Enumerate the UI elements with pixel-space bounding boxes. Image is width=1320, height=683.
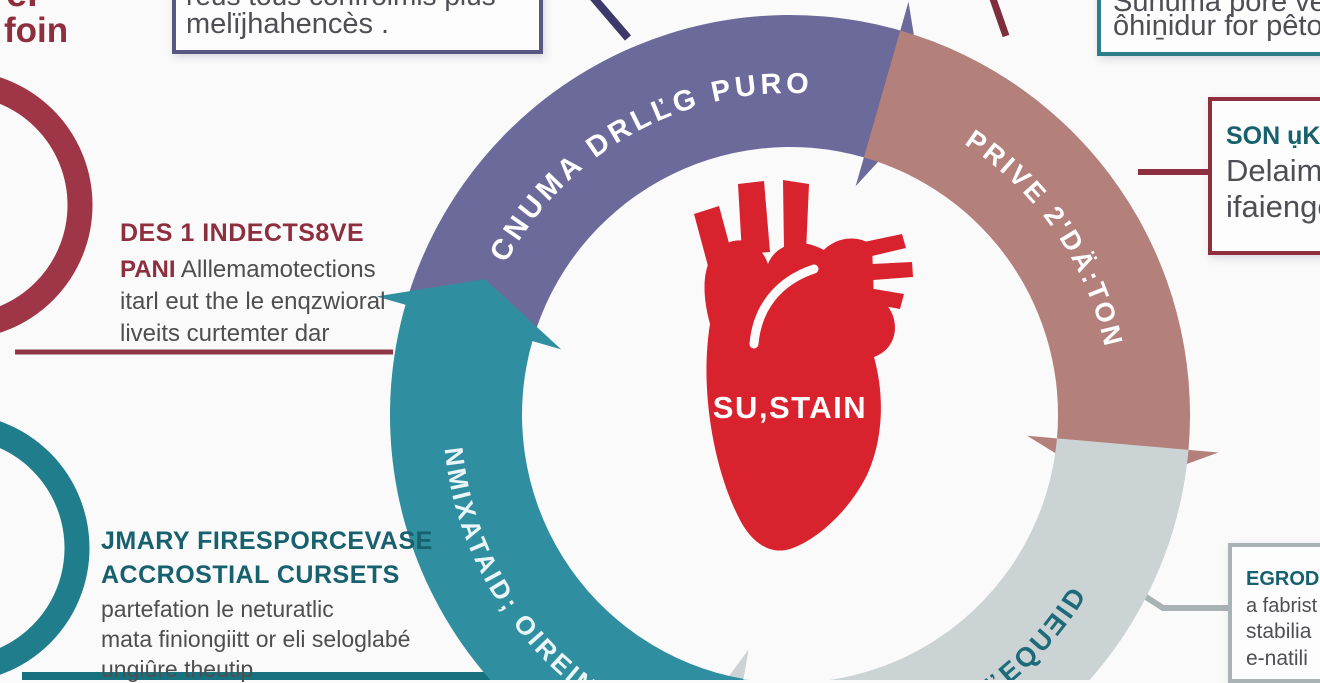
cycle-segment-top-left [405, 1, 926, 342]
center-label: SU,STAIN [713, 390, 867, 425]
callout-top-line2: melïjhahencès . [186, 8, 390, 40]
heart-icon: SU,STAIN [694, 180, 913, 551]
callout-bottom-right-heading: EGROD [1246, 568, 1320, 590]
heart-body [704, 240, 895, 551]
heart-vessel-mid2 [783, 180, 809, 252]
text-block-1-lead: PANI [120, 256, 176, 283]
callout-bottom-right-line3: e-natili [1246, 647, 1308, 670]
text-block-1-lead-rest: Alllemamotections [175, 256, 376, 283]
text-block-1-line3: liveits curtemter dar [120, 320, 330, 347]
callout-top-right-line1: Suhuma pore veau [1113, 0, 1320, 18]
callout-top: reus tous confroimis pius melïjhahencès … [172, 0, 543, 54]
ring-teal-icon [0, 421, 90, 675]
text-block-2-heading2: ACCROSTIAL CURSETS [101, 561, 400, 589]
callout-top-right-line2: ôhiṉidur for pêtou [1113, 10, 1320, 42]
callout-right-line1: Delaime [1226, 153, 1320, 188]
cycle-segment-top-right [863, 30, 1219, 491]
heart-vessel-mid1 [738, 181, 770, 254]
corner-word-2: foin [4, 11, 69, 50]
text-block-1-heading: DES 1 INDECTS8VE [120, 219, 365, 247]
ring-red-icon [0, 77, 93, 333]
heart-branch-1 [864, 234, 906, 257]
corner-word-1: er [6, 0, 42, 13]
callout-top-line1: reus tous confroimis pius [186, 0, 496, 12]
callout-bottom-right-line2: stabilia [1246, 620, 1312, 643]
text-block-2-heading1: JMARY FIRESPORCEVASE [101, 527, 433, 555]
text-block-2-line3: ungiûre theutip [101, 656, 254, 682]
callout-right-heading: SON ụKL [1226, 122, 1320, 150]
text-block-1: DES 1 INDECTS8VE PANI Alllemamotections … [120, 219, 385, 348]
heart-branch-2 [872, 262, 913, 280]
text-block-2: JMARY FIRESPORCEVASE ACCROSTIAL CURSETS … [101, 527, 433, 683]
callout-bottom-right-line1: a fabrist [1246, 595, 1318, 617]
callout-right: SON ụKL Delaime ifaienge [1208, 97, 1320, 255]
text-block-2-line2: mata finiongiitt or eli seloglabé [101, 626, 411, 652]
text-block-2-line1: partefation le neturatlic [101, 596, 334, 622]
cycle-segment-bottom-left [376, 279, 744, 680]
connector-top-right-red [989, 0, 1010, 38]
callout-bottom-right: EGROD a fabrist stabilia e-natili [1228, 543, 1320, 683]
connector-top-navy [590, 0, 632, 41]
text-block-1-line2: itarl eut the le enqzwioral [120, 288, 386, 315]
callout-top-right: Suhuma pore veau ôhiṉidur for pêtou [1097, 0, 1320, 56]
cycle-segment-bottom-right [725, 438, 1189, 680]
heart-highlight [749, 264, 819, 349]
callout-right-line2: ifaienge [1226, 189, 1320, 224]
